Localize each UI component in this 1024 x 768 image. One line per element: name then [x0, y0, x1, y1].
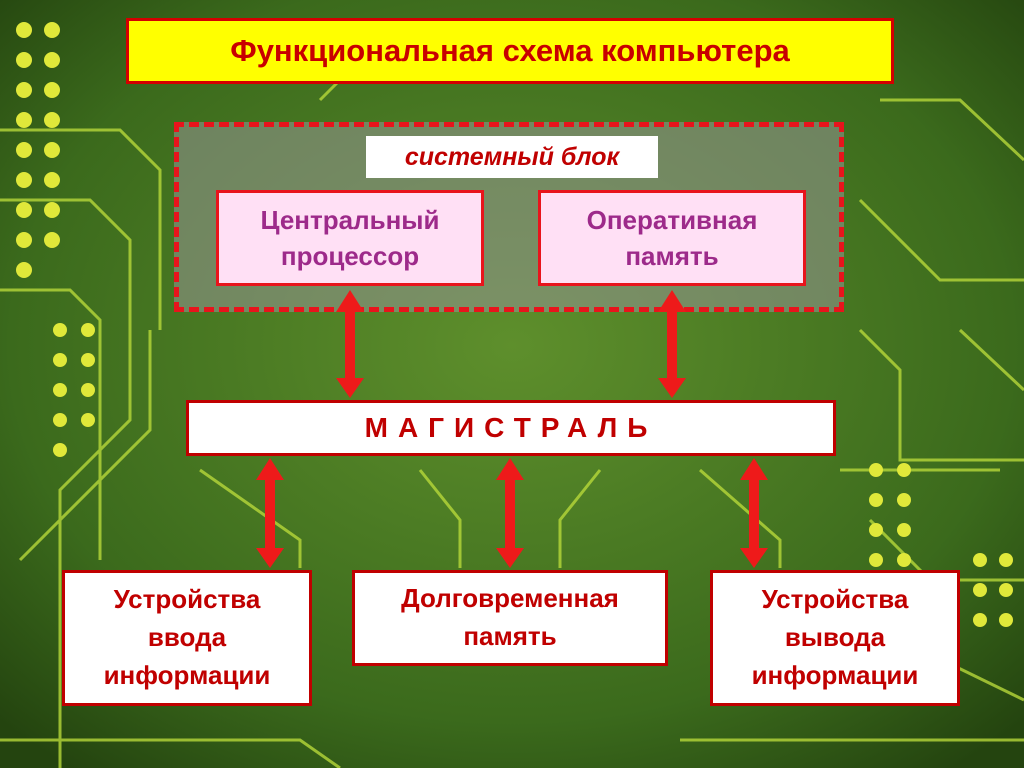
ram-box: Оперативная память [538, 190, 806, 286]
input-line-3: информации [103, 659, 271, 690]
title-text: Функциональная схема компьютера [230, 33, 790, 68]
page-title: Функциональная схема компьютера [126, 18, 894, 84]
cpu-box: Центральный процессор [216, 190, 484, 286]
output-line-3: информации [751, 659, 919, 690]
system-block-label-text: системный блок [404, 142, 620, 171]
cpu-line-1: Центральный [260, 204, 440, 235]
input-devices-box: Устройства ввода информации [62, 570, 312, 706]
cpu-line-2: процессор [280, 241, 420, 271]
ram-line-2: память [625, 241, 719, 271]
bus-box: МАГИСТРАЛЬ [186, 400, 836, 456]
long-term-storage-box: Долговременная память [352, 570, 668, 666]
output-devices-box: Устройства вывода информации [710, 570, 960, 706]
storage-line-2: память [463, 621, 557, 651]
output-line-2: вывода [784, 622, 886, 653]
bus-label: МАГИСТРАЛЬ [364, 412, 658, 443]
input-line-1: Устройства [113, 584, 261, 615]
system-block-label: системный блок [366, 136, 658, 178]
storage-line-1: Долговременная [401, 583, 619, 614]
ram-line-1: Оперативная [586, 204, 758, 235]
output-line-1: Устройства [761, 584, 909, 615]
input-line-2: ввода [147, 622, 227, 653]
